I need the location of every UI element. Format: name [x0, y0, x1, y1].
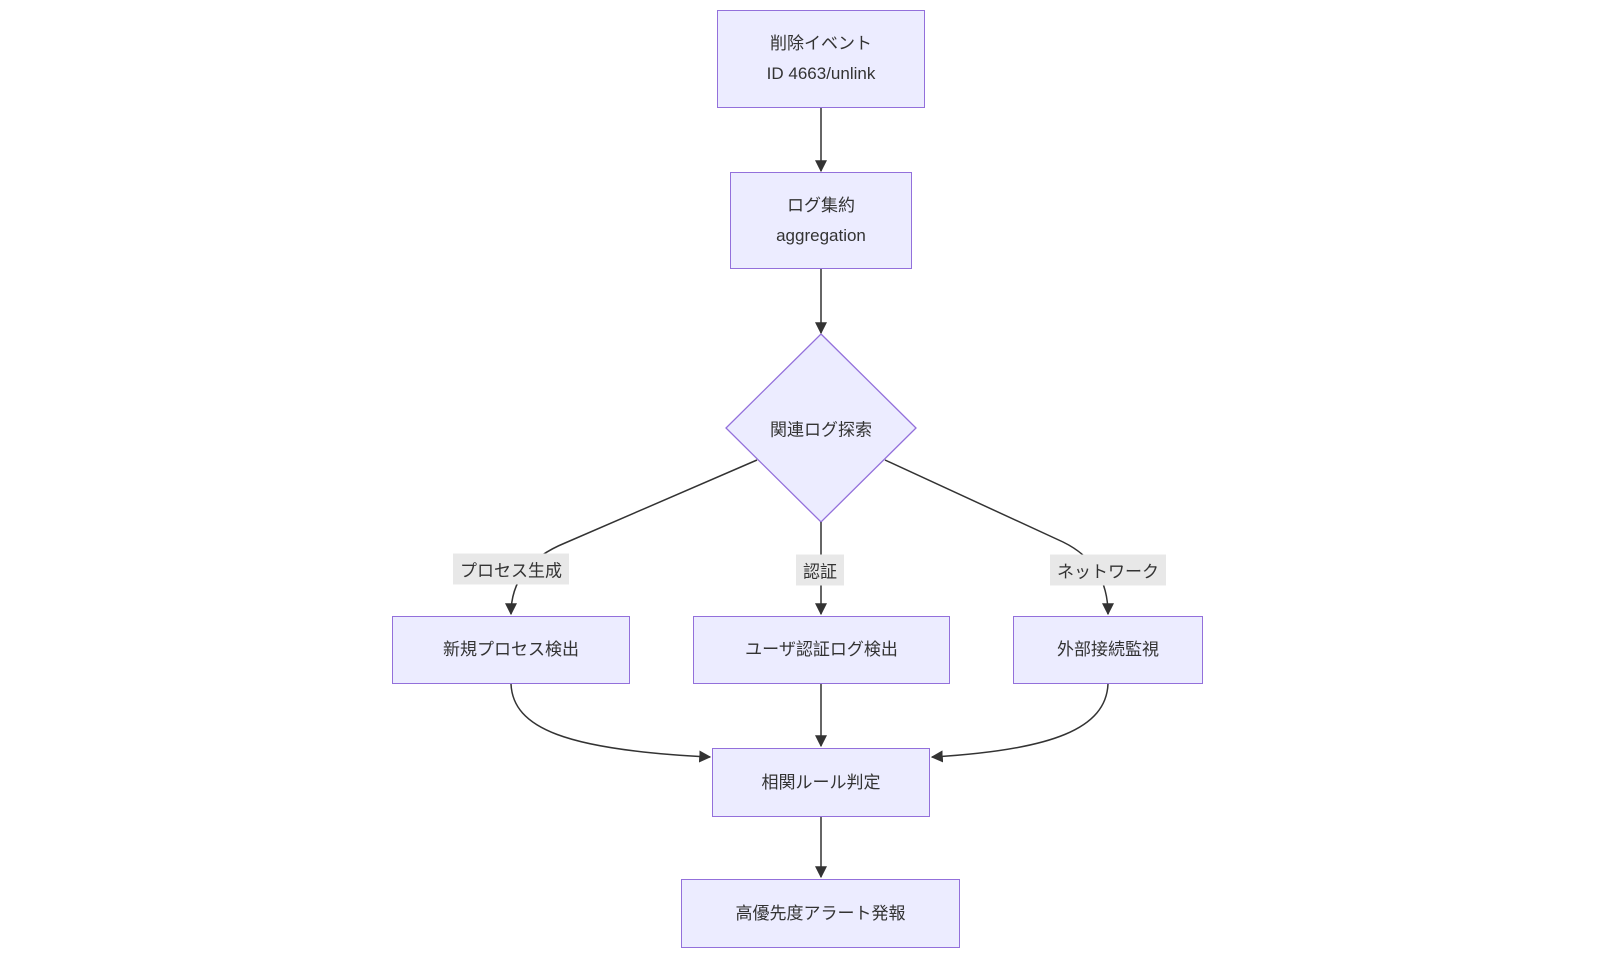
node-related-log-search-label: 関連ログ探索: [770, 420, 872, 440]
node-user-auth-log-detect-label: ユーザ認証ログ検出: [745, 640, 898, 659]
node-correlation-rule-judge-label: 相関ルール判定: [761, 772, 881, 792]
node-delete-event: 削除イベント ID 4663/unlink: [717, 10, 925, 108]
node-high-priority-alert: 高優先度アラート発報: [681, 879, 960, 948]
node-external-connection-monitor: 外部接続監視: [1013, 616, 1203, 684]
node-new-process-detect-label: 新規プロセス検出: [443, 640, 579, 659]
edge-related-log-search-to-external-connection: [884, 459, 1114, 616]
edge-external-connection-to-correlation: [930, 683, 1109, 763]
edge-label-network: ネットワーク: [1050, 554, 1166, 586]
node-external-connection-monitor-label: 外部接続監視: [1057, 640, 1159, 659]
edge-related-log-search-to-new-process: [505, 459, 758, 616]
node-log-aggregation: ログ集約 aggregation: [730, 172, 912, 269]
node-log-aggregation-line1: ログ集約: [787, 195, 855, 215]
node-log-aggregation-line2: aggregation: [776, 225, 866, 245]
edge-label-authentication: 認証: [796, 554, 844, 586]
node-user-auth-log-detect: ユーザ認証ログ検出: [693, 616, 950, 684]
node-new-process-detect: 新規プロセス検出: [392, 616, 630, 684]
node-high-priority-alert-label: 高優先度アラート発報: [735, 903, 906, 923]
node-delete-event-line1: 削除イベント: [770, 34, 872, 53]
node-delete-event-line2: ID 4663/unlink: [766, 64, 876, 83]
node-correlation-rule-judge: 相関ルール判定: [712, 748, 930, 817]
edge-new-process-to-correlation: [510, 683, 712, 763]
edge-label-process-creation: プロセス生成: [453, 553, 569, 585]
